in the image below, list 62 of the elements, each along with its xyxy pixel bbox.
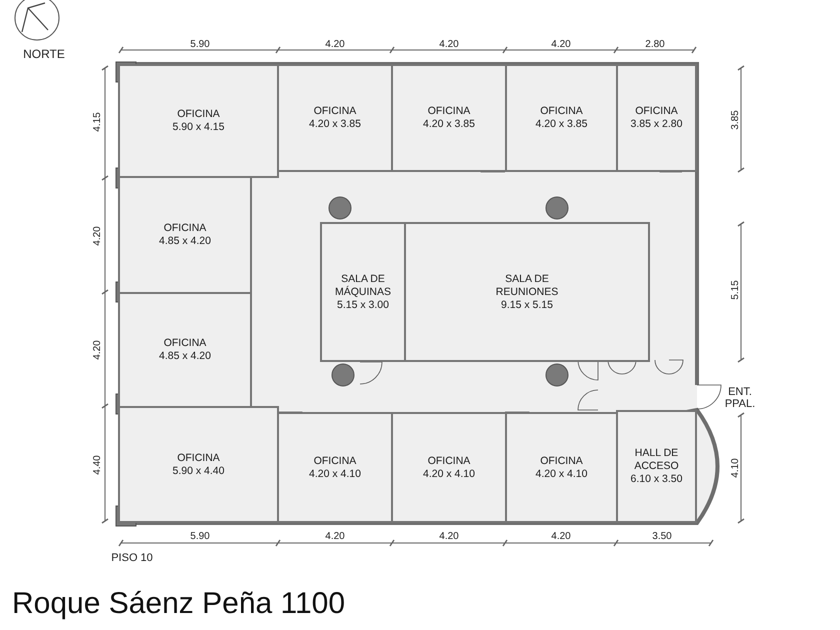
floor-plan-title: Roque Sáenz Peña 1100 bbox=[12, 586, 346, 622]
room-name: OFICINA bbox=[428, 105, 470, 118]
dimension-label: 4.20 bbox=[439, 39, 459, 51]
room-dimensions: 4.20 x 4.10 bbox=[536, 468, 588, 480]
room-name: OFICINA bbox=[428, 454, 470, 468]
room-dimensions: 4.85 x 4.20 bbox=[159, 350, 211, 363]
room-name: OFICINA bbox=[177, 108, 220, 121]
room-name: OFICINA bbox=[540, 454, 583, 468]
compass-label: NORTE bbox=[23, 48, 65, 60]
dimension-label: 4.20 bbox=[551, 531, 571, 543]
dimension-label: 4.20 bbox=[325, 531, 345, 543]
room bbox=[118, 406, 279, 523]
room bbox=[277, 412, 393, 523]
dimension-label: 3.85 bbox=[730, 110, 742, 130]
room-name: OFICINA bbox=[164, 222, 206, 235]
room bbox=[118, 64, 279, 178]
plan-note: PISO 10 bbox=[111, 552, 153, 564]
dimension-label: 4.20 bbox=[92, 226, 104, 246]
room-dimensions: 5.90 x 4.15 bbox=[172, 121, 224, 134]
room-dimensions: 5.90 x 4.40 bbox=[172, 464, 224, 478]
dimension-label: 5.90 bbox=[190, 39, 210, 51]
room bbox=[391, 412, 507, 523]
room bbox=[505, 64, 618, 172]
dimension-label: 4.20 bbox=[92, 340, 104, 360]
dimension-label: 3.50 bbox=[652, 531, 672, 543]
room bbox=[616, 64, 697, 172]
room bbox=[118, 176, 252, 294]
room-dimensions: 4.20 x 3.85 bbox=[309, 118, 361, 131]
room-name: OFICINA bbox=[540, 105, 583, 118]
room bbox=[118, 292, 252, 408]
room-name: OFICINA bbox=[314, 105, 356, 118]
dimension-label: 2.80 bbox=[645, 39, 665, 51]
room-dimensions: 4.20 x 3.85 bbox=[536, 118, 588, 131]
room-name: OFICINA bbox=[314, 454, 356, 468]
dimension-label: 4.40 bbox=[92, 455, 104, 475]
dimension-label: 4.20 bbox=[439, 531, 459, 543]
room-dimensions: 5.15 x 3.00 bbox=[337, 298, 389, 312]
room-name: OFICINA bbox=[164, 337, 206, 350]
room-dimensions: 4.20 x 3.85 bbox=[423, 118, 475, 131]
room-dimensions: 4.85 x 4.20 bbox=[159, 235, 211, 248]
room-name: HALL DE ACCESO bbox=[633, 447, 680, 473]
dimension-label: 4.10 bbox=[730, 458, 742, 478]
dimension-label: 4.15 bbox=[92, 112, 104, 132]
room bbox=[320, 222, 406, 362]
plan-note: ENT. PPAL. bbox=[724, 386, 756, 410]
dimension-label: 4.20 bbox=[325, 39, 345, 51]
room bbox=[391, 64, 507, 172]
room-dimensions: 6.10 x 3.50 bbox=[630, 473, 682, 486]
room-dimensions: 4.20 x 4.10 bbox=[309, 468, 361, 480]
room-dimensions: 4.20 x 4.10 bbox=[423, 468, 475, 480]
dimension-label: 5.15 bbox=[730, 280, 742, 300]
room-name: OFICINA bbox=[177, 452, 220, 464]
room bbox=[404, 222, 650, 362]
dimension-label: 5.90 bbox=[190, 531, 210, 543]
room bbox=[277, 64, 393, 172]
room-name: SALA DE REUNIONES bbox=[494, 272, 560, 298]
room-dimensions: 9.15 x 5.15 bbox=[501, 298, 553, 312]
room-dimensions: 3.85 x 2.80 bbox=[630, 118, 682, 131]
dimension-label: 4.20 bbox=[551, 39, 571, 51]
room bbox=[505, 412, 618, 523]
room-name: SALA DE MÁQUINAS bbox=[334, 272, 392, 298]
room-name: OFICINA bbox=[635, 105, 678, 118]
